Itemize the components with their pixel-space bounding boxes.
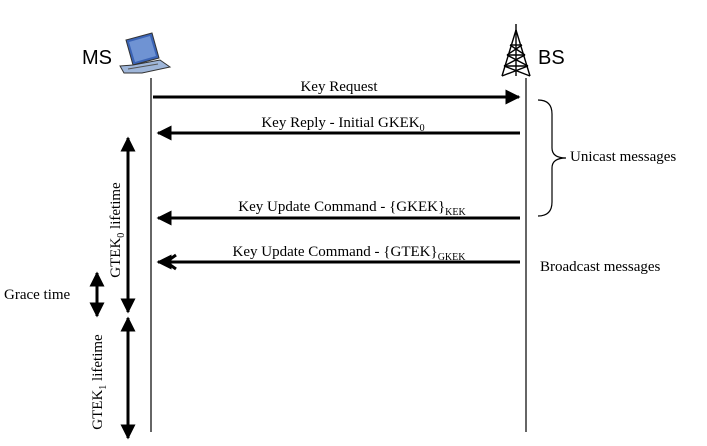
key-reply-label: Key Reply - Initial GKEK0 [261, 115, 424, 134]
unicast-brace [537, 99, 567, 217]
antenna-tower-icon [501, 24, 531, 77]
broadcast-label: Broadcast messages [540, 259, 661, 275]
gtek1-lifetime-label: GTEK1 lifetime [90, 334, 109, 430]
unicast-label: Unicast messages [570, 149, 676, 165]
key-update-gkek-second-head [163, 253, 177, 271]
key-update-kek-label: Key Update Command - {GKEK}KEK [238, 199, 466, 218]
ms-label: MS [82, 47, 112, 69]
key-update-gkek-label: Key Update Command - {GTEK}GKEK [233, 244, 467, 263]
laptop-icon [119, 32, 172, 74]
grace-time-label: Grace time [4, 287, 71, 303]
key-request-label: Key Request [300, 79, 378, 95]
gtek0-lifetime-label: GTEK0 lifetime [108, 182, 127, 278]
bs-label: BS [538, 47, 565, 69]
